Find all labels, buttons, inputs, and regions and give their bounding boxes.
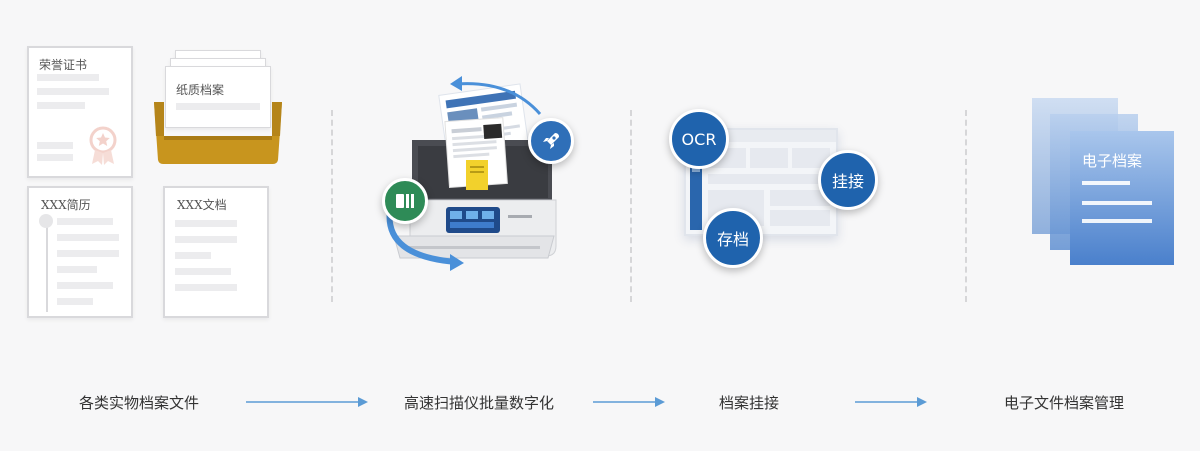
flow-arrow-1-icon [246, 397, 368, 407]
resume-document: XXX简历 [27, 186, 133, 318]
section-divider-1 [331, 110, 333, 302]
file-convert-badge-icon [382, 178, 428, 224]
certificate-title: 荣誉证书 [39, 58, 88, 72]
flow-arrow-3-icon [855, 397, 927, 407]
generic-document: XXX文档 [163, 186, 269, 318]
section-divider-3 [965, 110, 967, 302]
award-medal-icon [89, 126, 117, 165]
flow-step-2: 高速扫描仪批量数字化 [404, 394, 555, 412]
attach-badge: 挂接 [818, 150, 878, 210]
electronic-doc-title: 电子档案 [1082, 152, 1143, 170]
flow-step-4: 电子文件档案管理 [1004, 394, 1125, 412]
archive-badge: 存档 [703, 208, 763, 268]
document-bars-icon [396, 194, 414, 208]
rocket-badge-icon [528, 118, 574, 164]
flow-arrow-2-icon [593, 397, 665, 407]
certificate-document: 荣誉证书 [27, 46, 133, 178]
folder-tray-icon [154, 102, 282, 164]
electronic-doc-front: 电子档案 [1070, 131, 1174, 265]
section-divider-2 [630, 110, 632, 302]
flow-step-3: 档案挂接 [719, 394, 780, 412]
scanner-icon [386, 76, 557, 271]
resume-title: XXX简历 [41, 198, 91, 212]
archive-badge-label: 存档 [716, 230, 749, 249]
flow-step-1: 各类实物档案文件 [79, 394, 200, 412]
attach-badge-label: 挂接 [831, 172, 864, 191]
rocket-icon [543, 133, 559, 149]
generic-document-title: XXX文档 [177, 198, 227, 212]
paper-archive-title: 纸质档案 [176, 83, 225, 97]
ocr-badge: OCR [669, 109, 729, 169]
ocr-badge-label: OCR [681, 129, 717, 149]
